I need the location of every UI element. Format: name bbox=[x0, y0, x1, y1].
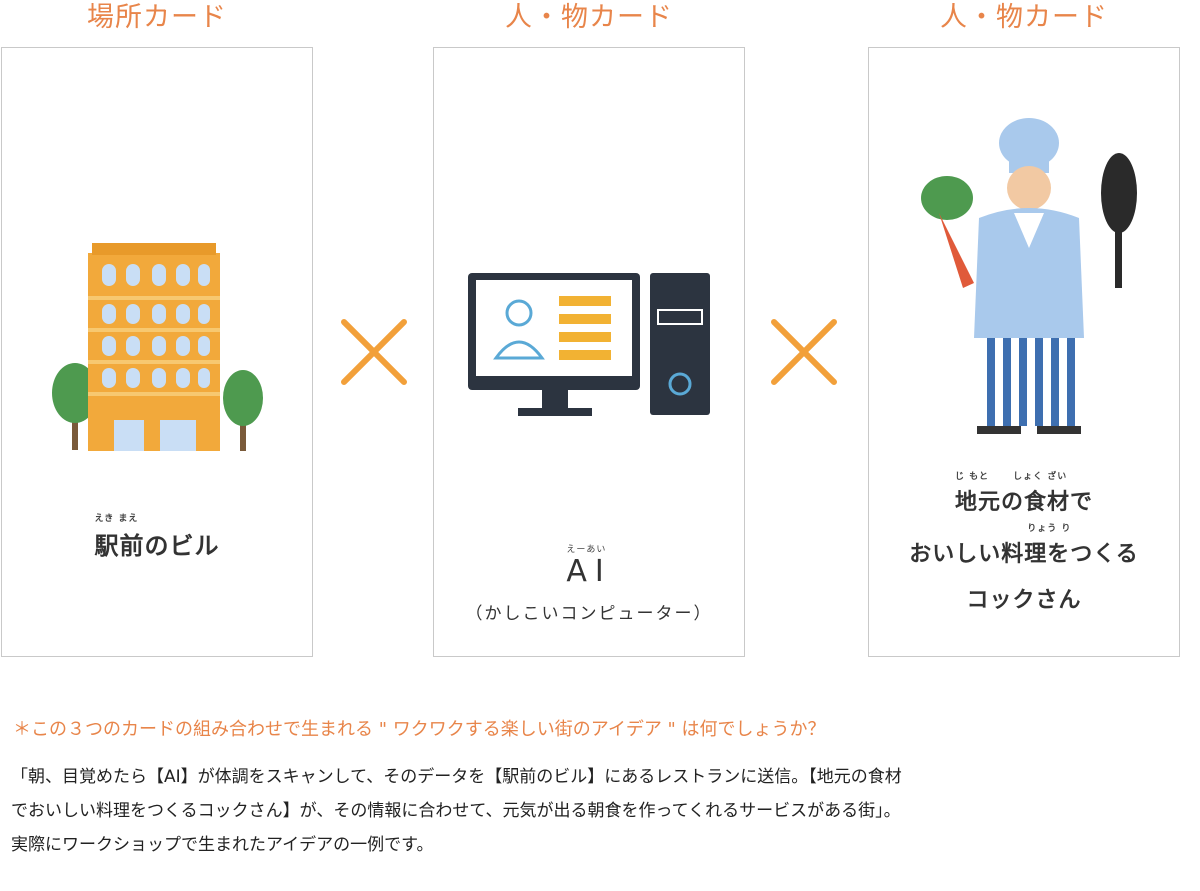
ai-card: えーあい AI （かしこいコンピューター） bbox=[433, 47, 745, 657]
question-text: ＊この３つのカードの組み合わせで生まれる " ワクワクする楽しい街のアイデア "… bbox=[13, 719, 826, 740]
place-card-ruby: えき まえ bbox=[94, 514, 139, 524]
chef-card-caption: じ もと しょく ざい 地元の食材で りょう り おいしい料理をつくる コックさ… bbox=[869, 472, 1179, 614]
description-line: 実際にワークショップで生まれたアイデアの一例です。 bbox=[11, 835, 434, 855]
multiply-sign-icon bbox=[771, 319, 837, 385]
ai-card-subtitle: （かしこいコンピューター） bbox=[465, 604, 713, 624]
description-line: 「朝、目覚めたら【AI】が体調をスキャンして、そのデータを【駅前のビル】にあるレ… bbox=[11, 767, 902, 787]
chef-card-ruby-2: りょう り bbox=[1027, 524, 1072, 534]
chef-card-ruby-1: じ もと しょく ざい bbox=[954, 472, 1068, 482]
building-illustration bbox=[52, 243, 263, 451]
place-card-caption: えき まえ 駅前のビル bbox=[2, 514, 312, 561]
chef-card: じ もと しょく ざい 地元の食材で りょう り おいしい料理をつくる コックさ… bbox=[868, 47, 1180, 657]
description-line: でおいしい料理をつくるコックさん】が、その情報に合わせて、元気が出る朝食を作って… bbox=[11, 801, 901, 821]
card-heading-person-object-2: 人・物カード bbox=[940, 2, 1108, 33]
place-card-title: 駅前のビル bbox=[94, 532, 220, 560]
card-heading-person-object-1: 人・物カード bbox=[505, 2, 673, 33]
multiply-sign-icon bbox=[341, 319, 407, 385]
chef-card-line-1: 地元の食材で bbox=[954, 490, 1093, 515]
chef-card-line-2: おいしい料理をつくる bbox=[909, 542, 1139, 567]
chef-card-line-3: コックさん bbox=[966, 588, 1082, 613]
ai-card-ruby: えーあい bbox=[566, 545, 607, 555]
ai-card-title: AI bbox=[566, 554, 612, 589]
description: 「朝、目覚めたら【AI】が体調をスキャンして、そのデータを【駅前のビル】にあるレ… bbox=[11, 760, 1191, 862]
computer-illustration bbox=[468, 273, 710, 416]
ai-card-caption: えーあい AI （かしこいコンピューター） bbox=[434, 545, 744, 624]
chef-illustration bbox=[921, 118, 1137, 434]
card-heading-place: 場所カード bbox=[87, 2, 227, 33]
place-card: えき まえ 駅前のビル bbox=[1, 47, 313, 657]
